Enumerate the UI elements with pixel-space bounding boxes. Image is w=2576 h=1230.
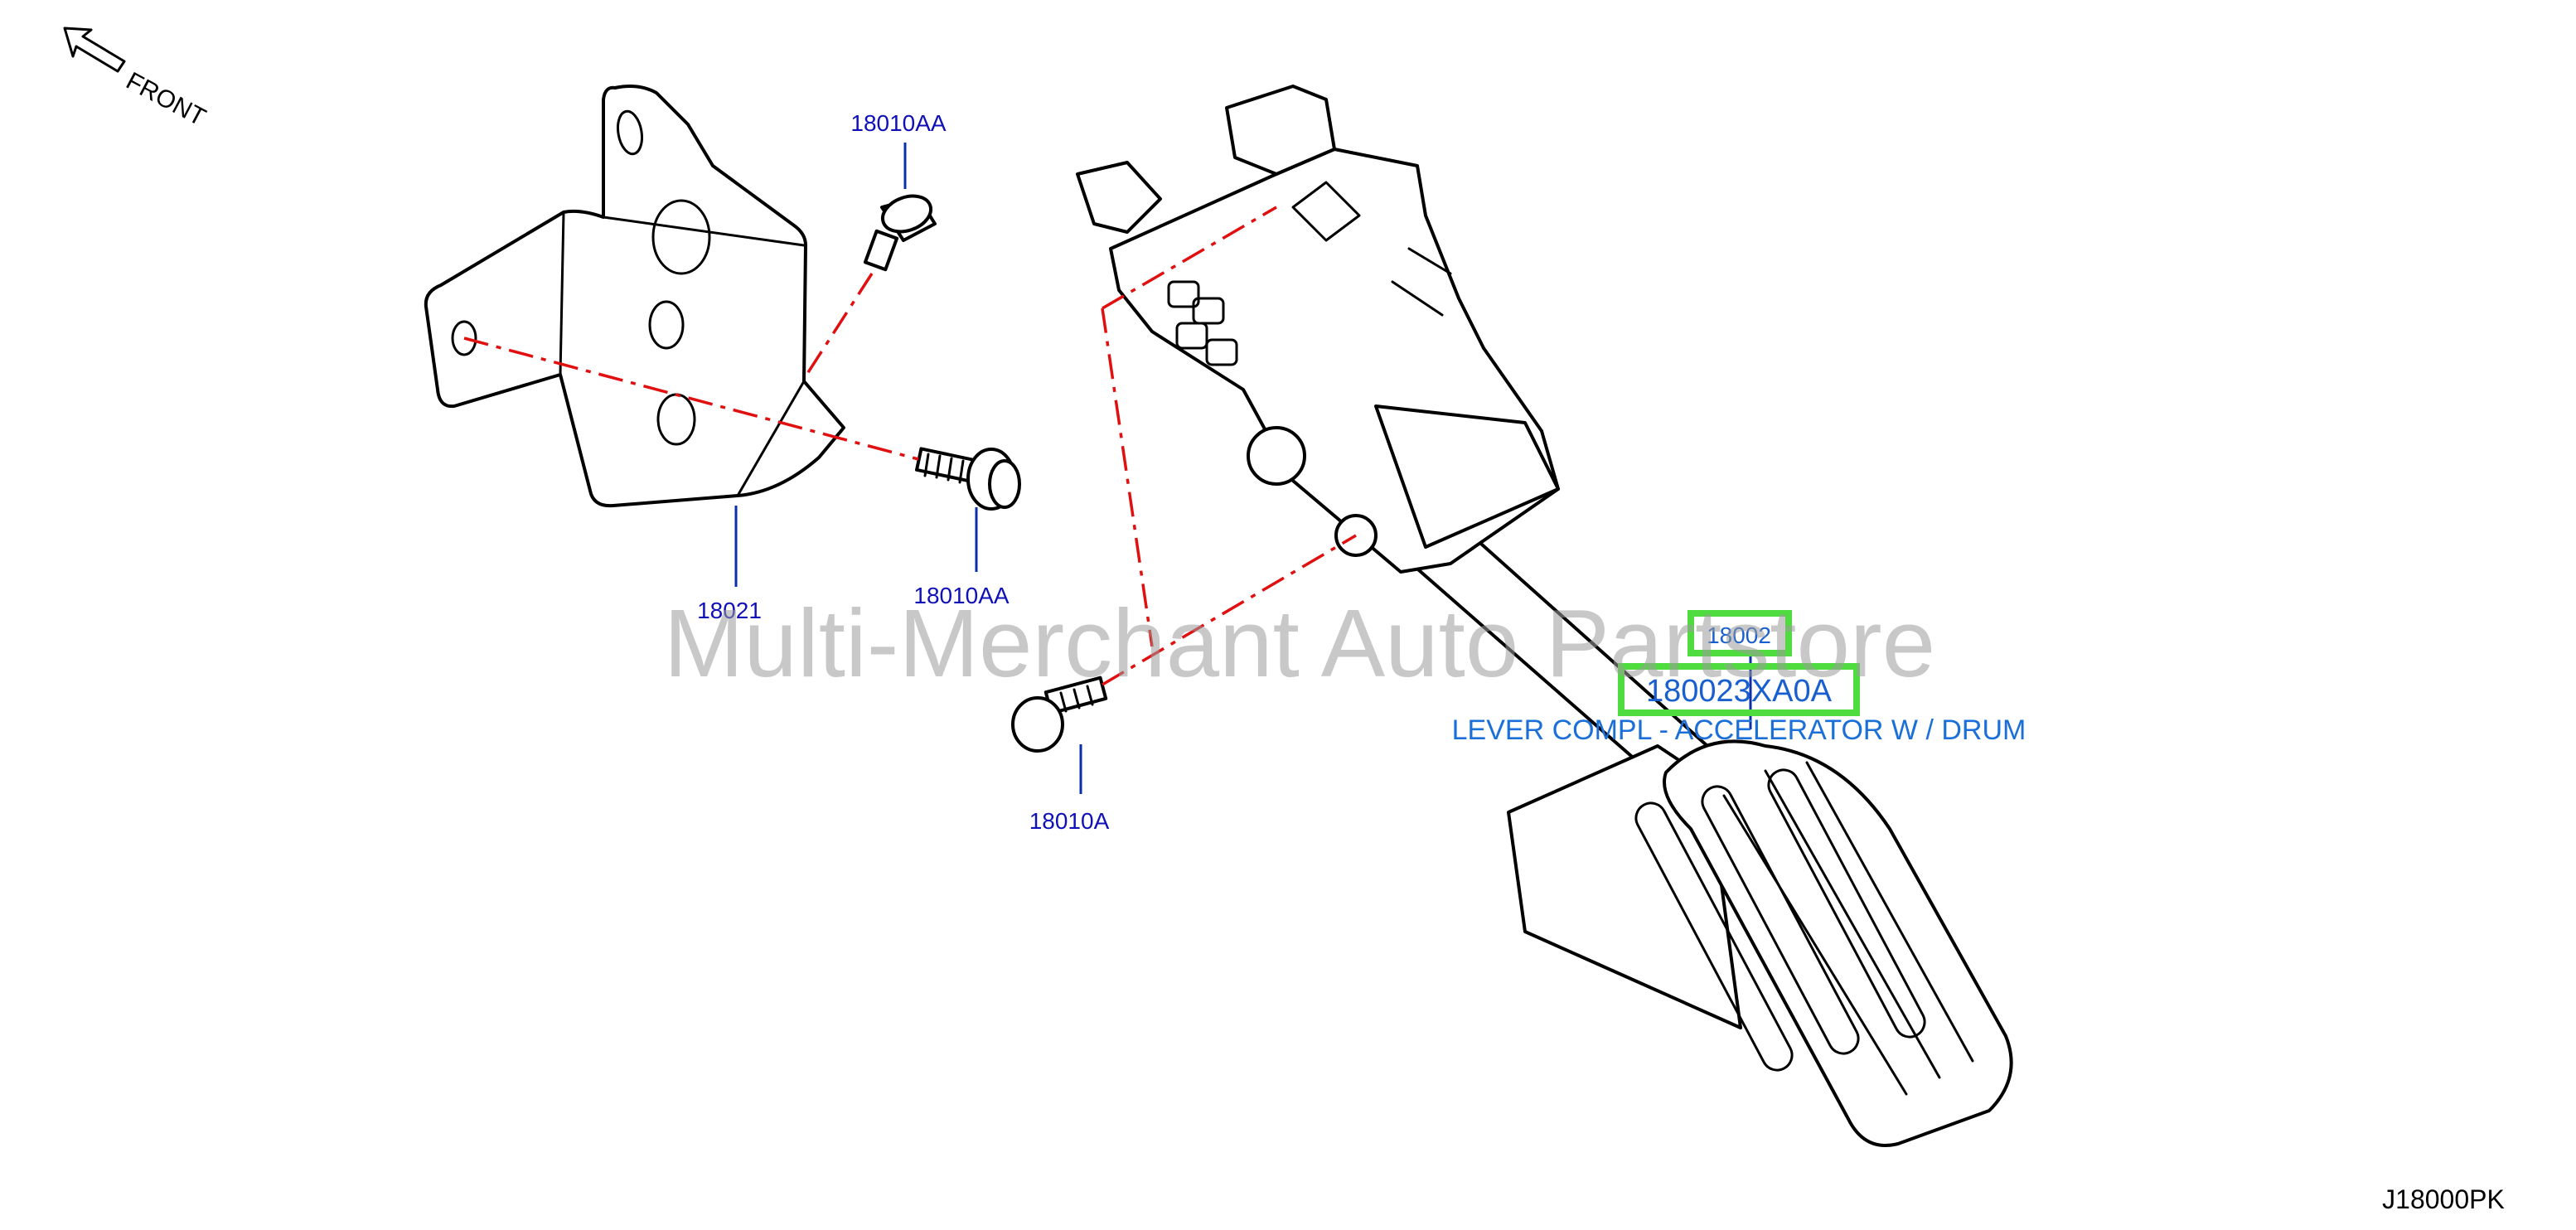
callout-pedal[interactable]: 18002 <box>1707 622 1771 648</box>
diagram-code: J18000PK <box>2382 1184 2505 1214</box>
bolt-lower <box>1011 676 1108 753</box>
phantom-lines <box>463 206 1357 686</box>
bolt-right <box>915 447 1021 511</box>
front-label: FRONT <box>122 67 211 132</box>
callout-bracket[interactable]: 18021 <box>697 598 762 623</box>
highlight-description: LEVER COMPL - ACCELERATOR W / DRUM <box>1452 714 2026 746</box>
front-orientation: FRONT <box>63 27 211 132</box>
arrow-up-left-icon <box>63 27 126 73</box>
highlight-box-part-number <box>1618 663 1860 716</box>
highlight-box-18002 <box>1687 610 1792 656</box>
highlight-part-number[interactable]: 180023XA0A <box>1646 674 1833 709</box>
callout-bolt-lower[interactable]: 18010A <box>1029 808 1110 834</box>
callout-bolt-top[interactable]: 18010AA <box>850 110 947 136</box>
watermark: Multi-Merchant Auto Partstore <box>664 589 1935 697</box>
bolt-top <box>863 194 937 272</box>
callout-bolt-right[interactable]: 18010AA <box>913 583 1010 608</box>
bracket-18021 <box>424 85 845 508</box>
